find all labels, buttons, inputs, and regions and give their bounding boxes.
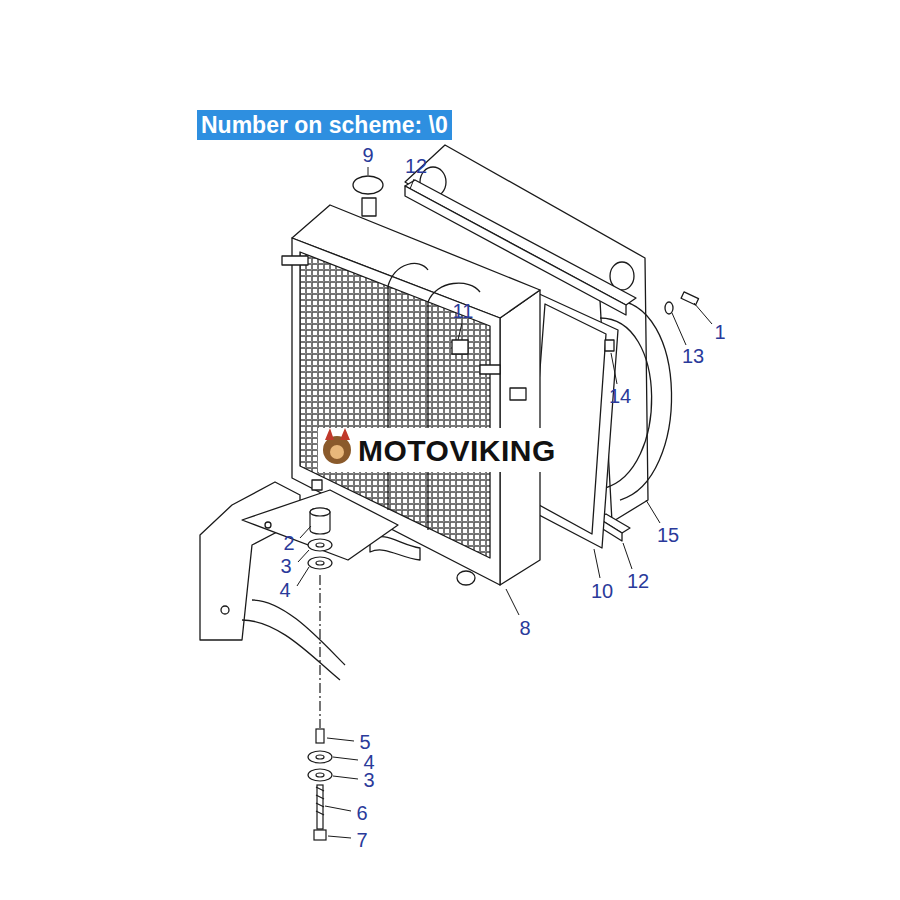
callout-number: 6 <box>356 803 367 823</box>
callout-number: 5 <box>359 732 370 752</box>
callout-number: 1 <box>714 322 725 342</box>
callout-number: 3 <box>363 770 374 790</box>
callout-number: 14 <box>609 386 631 406</box>
callout-number: 10 <box>591 581 613 601</box>
watermark-box <box>318 428 585 472</box>
scheme-heading: Number on scheme: \0 <box>201 112 448 138</box>
mount-bracket <box>200 482 398 680</box>
callout-number: 2 <box>283 533 294 553</box>
callout-number: 13 <box>682 346 704 366</box>
callout-number: 12 <box>405 156 427 176</box>
radiator <box>282 176 540 585</box>
watermark: MOTOVIKING <box>358 436 556 466</box>
callout-number: 11 <box>453 301 474 321</box>
callout-number: 15 <box>657 525 679 545</box>
callout-number: 4 <box>279 580 290 600</box>
callout-number: 4 <box>363 752 374 772</box>
leader-lines <box>297 167 712 838</box>
callout-number: 8 <box>519 618 530 638</box>
highlight-band: Number on scheme: \0 <box>197 110 452 140</box>
mount-parts <box>308 508 332 840</box>
callout-number: 12 <box>627 571 649 591</box>
callout-number: 3 <box>280 556 291 576</box>
callout-number: 7 <box>356 830 367 850</box>
callout-number: 9 <box>362 145 373 165</box>
